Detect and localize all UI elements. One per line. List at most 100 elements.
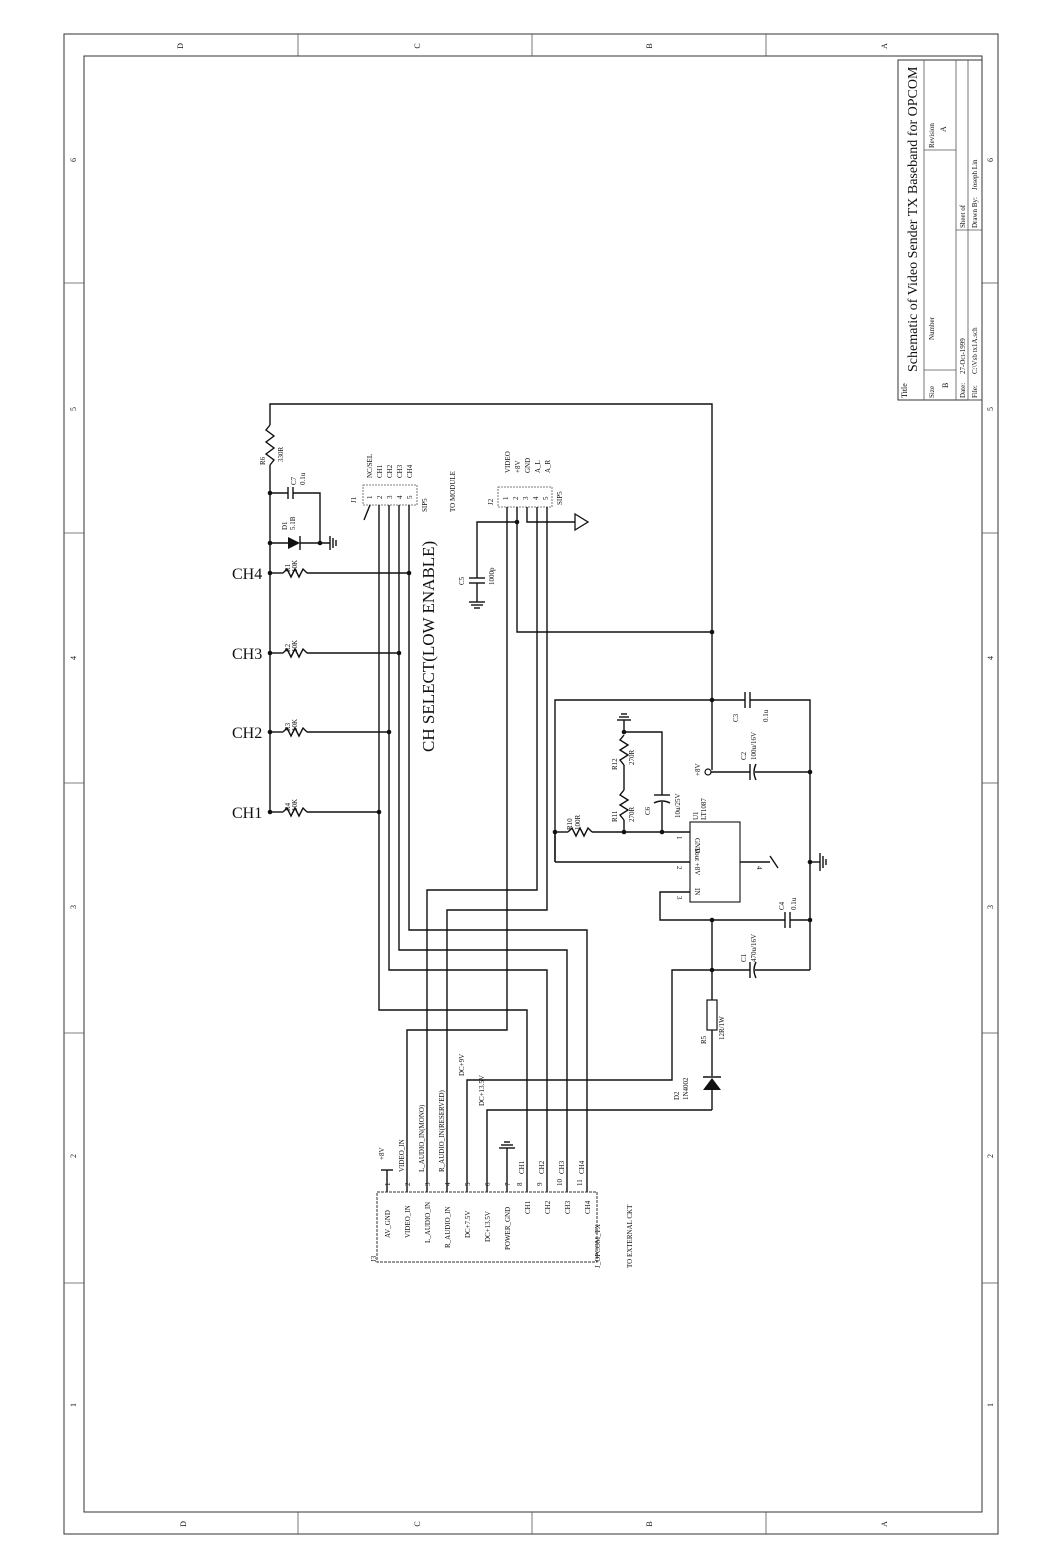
zone-label-right-6: 6 (986, 158, 995, 162)
r1-value: 10K (291, 560, 299, 572)
r12-value: 270R (628, 750, 636, 766)
u1-pin2: 2 (675, 866, 683, 870)
j3-ref: J3 (370, 1255, 378, 1262)
zone-label-bottom-c: C (413, 1521, 422, 1526)
d1-value: 5.1B (289, 516, 297, 530)
r6-resistor (264, 424, 276, 466)
c3-ref: C3 (732, 713, 740, 722)
ch-select-annotation: CH SELECT(LOW ENABLE) (419, 541, 438, 752)
zone-label-left-6: 6 (69, 158, 78, 162)
r3-resistor (282, 726, 308, 738)
c7-ref: C7 (290, 476, 298, 485)
r5-value: 12R/1W (718, 1016, 726, 1040)
r11-ref: R11 (611, 810, 619, 822)
r1-resistor (282, 567, 308, 579)
j3-pin11-num: 11 (576, 1179, 584, 1186)
j3-pin4-num: 4 (444, 1182, 452, 1186)
j3-pin5-name: DC+7.5V (464, 1211, 472, 1238)
r10-value: 100R (574, 815, 582, 831)
j2-pin1-name: VIDEO (504, 451, 512, 473)
sheet-label: Sheet of (959, 204, 967, 228)
j3-pin5-num: 5 (464, 1182, 472, 1186)
zone-label-right-3: 3 (986, 905, 995, 909)
j3-net1: +8V (378, 1147, 386, 1160)
j3-net11: CH4 (578, 1160, 586, 1174)
j3-pin1-num: 1 (384, 1182, 392, 1186)
zone-label-left-5: 5 (69, 407, 78, 411)
j3-pin1-name: AV_GND (384, 1210, 392, 1238)
d2-value: 1N4002 (682, 1077, 690, 1100)
r10-resistor (567, 826, 593, 838)
c2-ref: C2 (740, 751, 748, 760)
j3-pin11-name: CH4 (584, 1200, 592, 1214)
j1-pin1-num: 1 (366, 495, 374, 499)
zone-label-right-4: 4 (986, 656, 995, 660)
to-module-label: TO MODULE (449, 471, 457, 512)
j3-pin2-name: VIDEO_IN (404, 1205, 412, 1238)
number-label: Number (928, 316, 936, 340)
j3-pin7-num: 7 (504, 1182, 512, 1186)
j1-pin5-num: 5 (406, 495, 414, 499)
ch1-input-label: CH1 (232, 805, 262, 822)
c7-value: 0.1u (299, 472, 307, 485)
u1-pin4: 4 (755, 866, 763, 870)
ch4-input-label: CH4 (232, 566, 262, 583)
u1-in-pin: IN (693, 888, 701, 895)
j3-net5: DC+9V (458, 1054, 466, 1076)
zone-label-right-5: 5 (986, 407, 995, 411)
j1-pin4-name: CH3 (396, 464, 404, 478)
j3-pin6-num: 6 (484, 1182, 492, 1186)
zone-label-left-2: 2 (69, 1154, 78, 1158)
regulator-section (552, 632, 827, 1110)
j3-pin8-num: 8 (516, 1182, 524, 1186)
j2-pin4-name: A_L (534, 460, 542, 473)
r6-ref: R6 (259, 456, 267, 465)
j2-type: SIP5 (556, 491, 564, 505)
u1-regulator (689, 821, 741, 903)
file-label: File: (971, 385, 979, 398)
d2-diode (703, 1078, 721, 1090)
u1-gnd-pin: GND (693, 838, 701, 853)
drawing-title: Schematic of Video Sender TX Baseband fo… (906, 66, 921, 372)
d1-ref: D1 (281, 521, 289, 530)
j2-pin2-name: +8V (514, 460, 522, 473)
r3-ref: R3 (284, 722, 292, 731)
j1-pin4-num: 4 (396, 495, 404, 499)
j3-net9: CH2 (538, 1160, 546, 1174)
j3-pin2-num: 2 (404, 1182, 412, 1186)
ch3-input-label: CH3 (232, 646, 262, 663)
c6-value: 10u/25V (674, 794, 682, 819)
zone-label-left-4: 4 (69, 656, 78, 660)
j2-pin2-num: 2 (512, 496, 520, 500)
channel-select-network (264, 403, 713, 818)
r4-resistor (282, 806, 308, 818)
r6-value: 330R (277, 447, 285, 463)
j3-net10: CH3 (558, 1160, 566, 1174)
r3-value: 10K (291, 719, 299, 731)
zone-label-right-2: 2 (986, 1154, 995, 1158)
r1-ref: R1 (284, 563, 292, 572)
j3-net6: DC+13.5V (478, 1075, 486, 1106)
date-label: Date: (959, 383, 967, 398)
revision-label: Revision (928, 123, 936, 148)
sheet-border (63, 33, 999, 1535)
to-external-label: TO EXTERNAL CKT (626, 1204, 634, 1268)
j1-pin5-name: CH4 (406, 464, 414, 478)
j2-pin1-num: 1 (502, 496, 510, 500)
j2-wiring (469, 507, 715, 635)
j3-pin10-name: CH3 (564, 1200, 572, 1214)
file-value: C:\Vsb tx1A.sch (971, 327, 979, 374)
signal-ground-icon (574, 512, 590, 532)
j3-pin4-name: R_AUDIO_IN (444, 1206, 452, 1248)
r12-resistor (618, 734, 630, 766)
zone-label-left-3: 3 (69, 905, 78, 909)
r10-ref: R10 (566, 818, 574, 830)
r4-ref: R4 (284, 802, 292, 811)
zone-label-left-1: 1 (69, 1403, 78, 1407)
j3-net3: L_AUDIO_IN(MONO) (418, 1104, 426, 1172)
j3-pin3-name: L_AUDIO_IN (424, 1202, 432, 1243)
c1-value: 470u/16V (750, 934, 758, 962)
d2-ref: D2 (673, 1091, 681, 1100)
r11-resistor (618, 789, 630, 821)
j1-pin1-name: NC/SEL (366, 454, 374, 478)
